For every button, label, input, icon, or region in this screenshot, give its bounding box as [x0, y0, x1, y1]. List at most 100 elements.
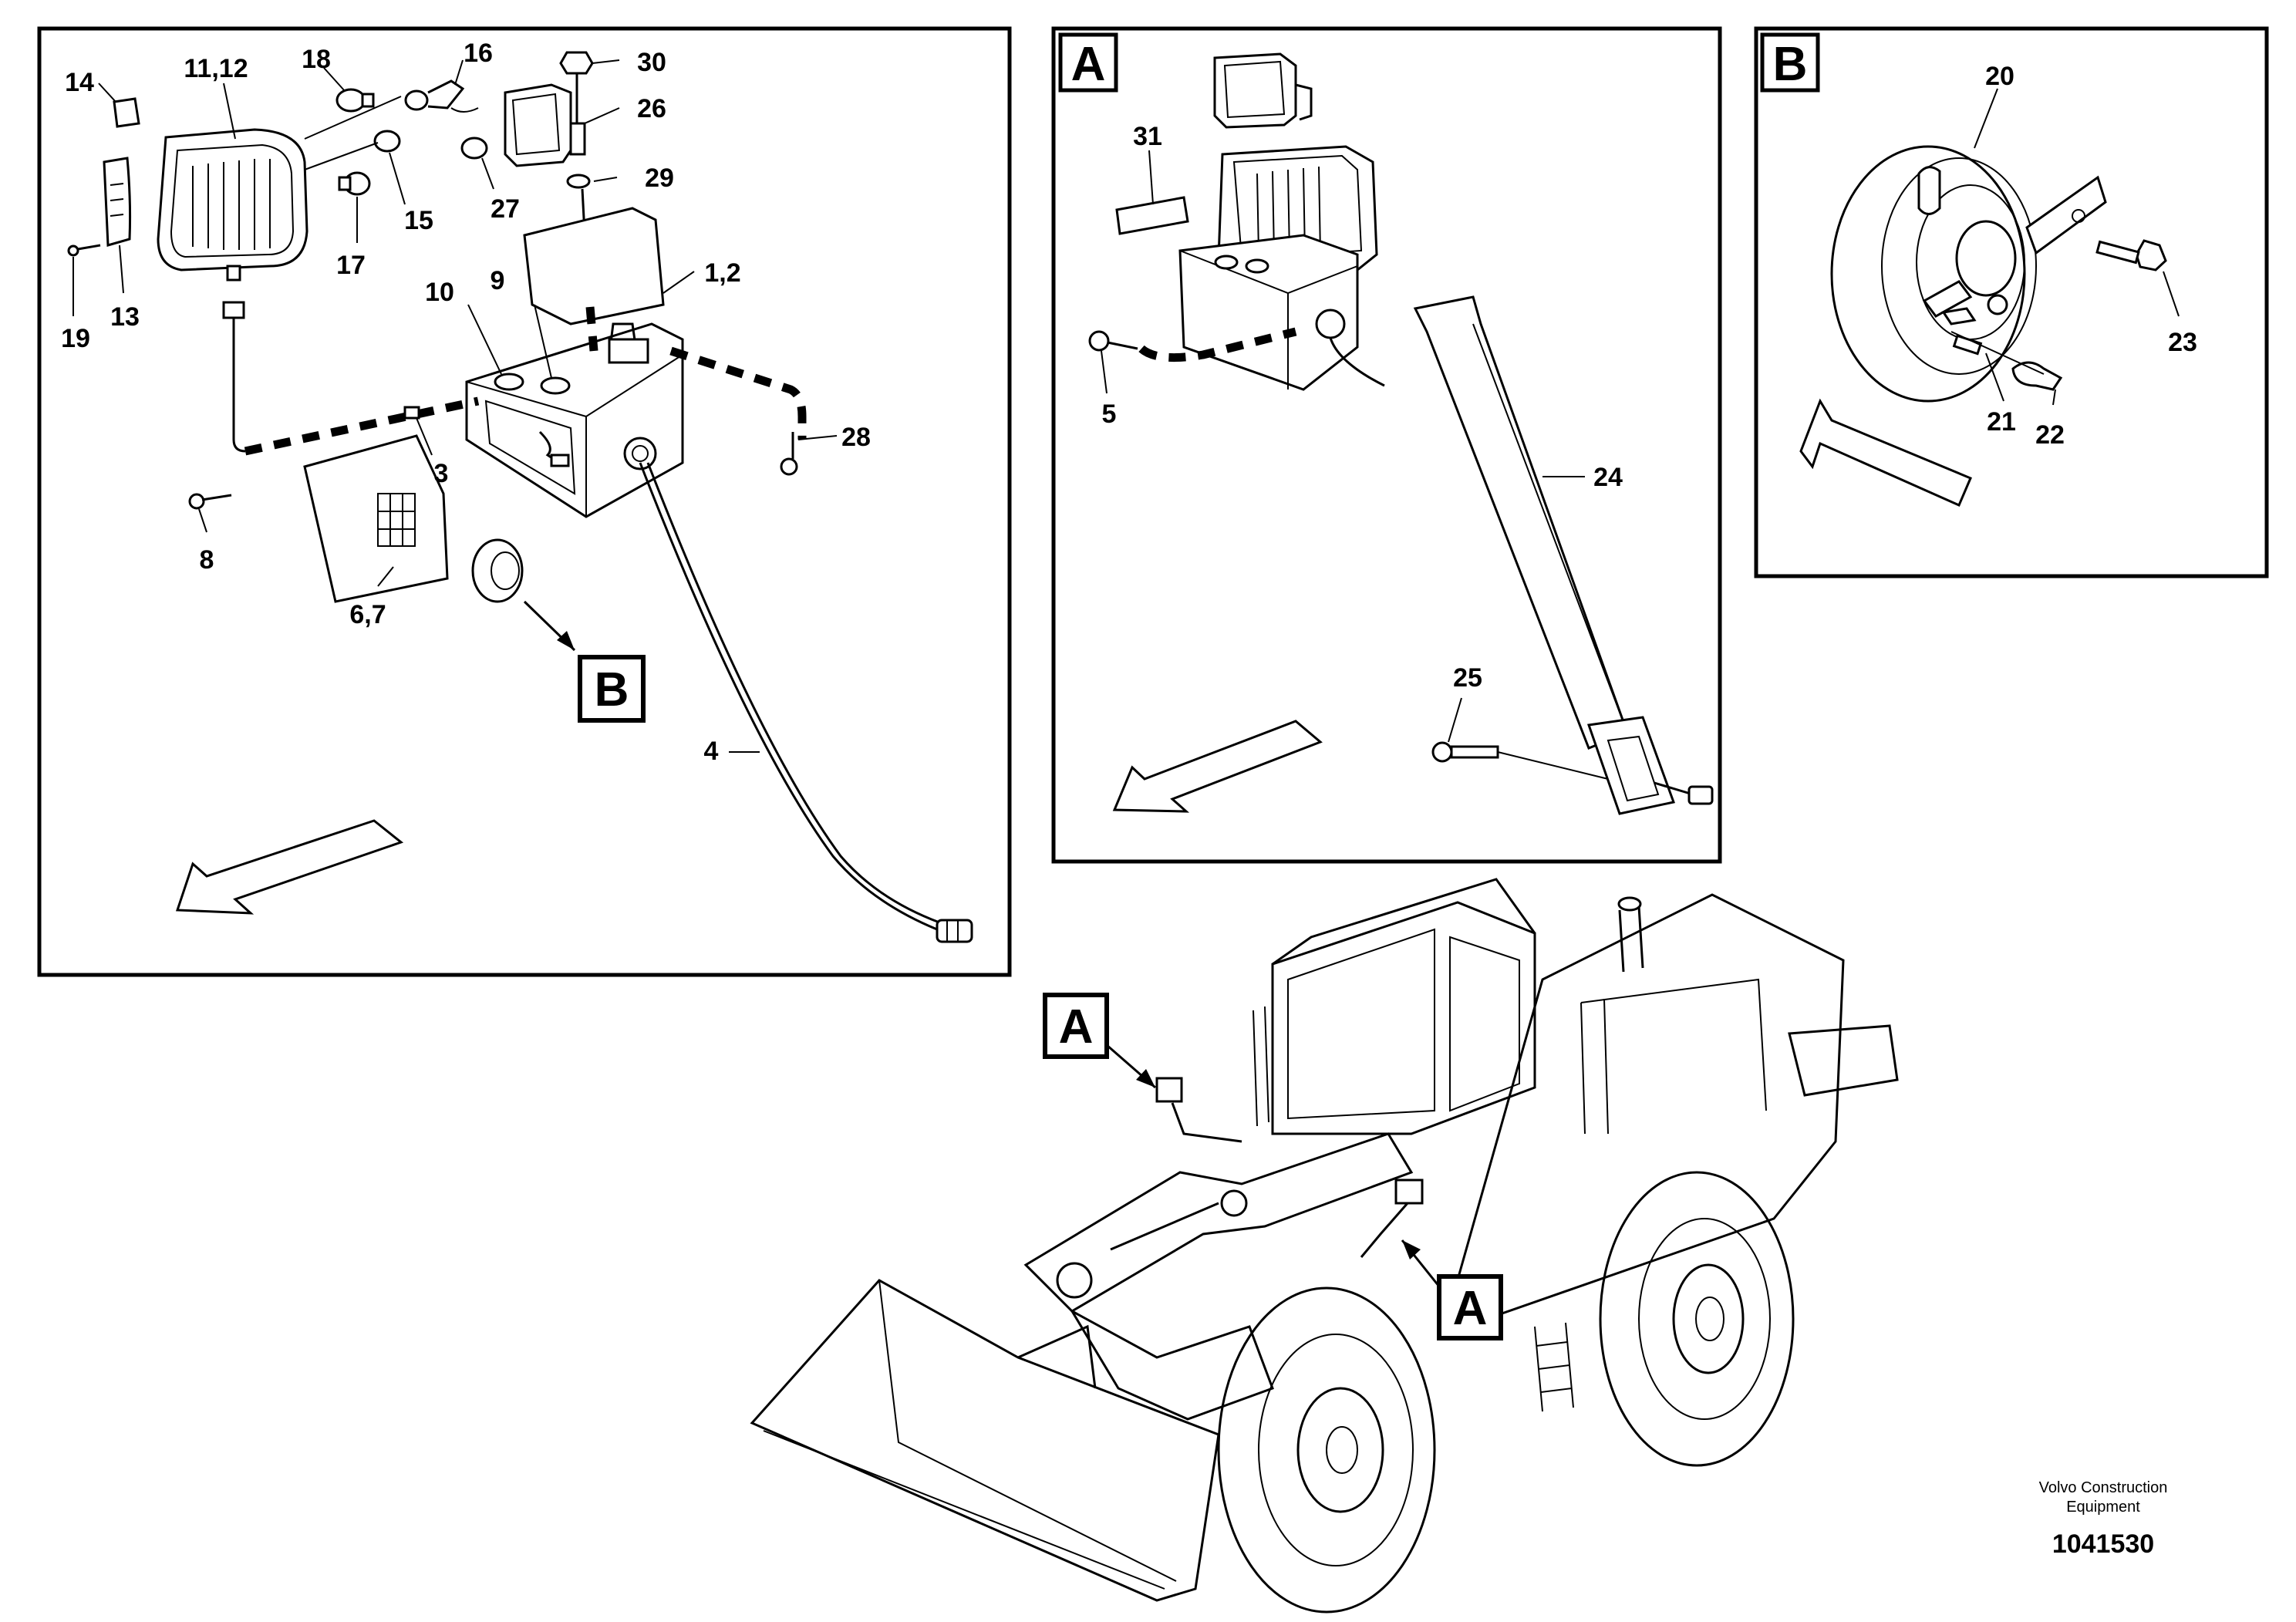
callout-3: 3	[434, 459, 449, 488]
direction-arrow	[175, 819, 404, 915]
cover-14	[113, 97, 140, 128]
a-ref-box-top	[1043, 993, 1109, 1059]
drawing-number: 1041530	[2052, 1529, 2154, 1559]
horn-disc	[471, 538, 524, 603]
panel-a: A	[1051, 26, 1722, 864]
callout-4: 4	[704, 737, 719, 766]
bracket-box	[465, 207, 684, 518]
a-ref-box-bottom	[1437, 1274, 1503, 1340]
callout-24: 24	[1593, 463, 1623, 492]
cable-route-dashed	[244, 306, 807, 456]
front-wheel	[1217, 1286, 1436, 1614]
cab	[1271, 901, 1536, 1135]
callout-1-2: 1,2	[704, 258, 740, 288]
callout-21: 21	[1987, 407, 2016, 437]
panel-a-title-box	[1058, 32, 1118, 93]
panel-b: B	[1754, 26, 2269, 578]
plug-9	[540, 376, 571, 395]
callout-5: 5	[1102, 400, 1117, 429]
panel-b-frame	[1754, 26, 2269, 578]
bulb-27	[460, 137, 488, 160]
cable-connector	[936, 919, 973, 943]
panel-a-direction-arrow	[1112, 720, 1323, 813]
bolt-23	[2095, 239, 2167, 271]
main-panel-frame	[37, 26, 1012, 977]
bulb-15	[373, 130, 401, 153]
work-light-head	[157, 128, 308, 453]
panel-a-lamp-assembly	[1178, 52, 1385, 391]
callout-17: 17	[336, 251, 366, 280]
leader-lines-main	[72, 59, 838, 753]
bolt-25	[1431, 741, 1609, 780]
lamp-26	[504, 83, 586, 167]
leader-lines-a	[1101, 150, 1585, 743]
a-ref-label-top: A	[1059, 1000, 1094, 1054]
footer: Volvo Construction Equipment 1041530	[2039, 1479, 2168, 1559]
callout-11-12: 11,12	[184, 54, 248, 83]
cover-plate	[303, 434, 449, 603]
bolt-28	[780, 432, 798, 476]
plug-10	[494, 373, 524, 391]
callout-26: 26	[637, 94, 666, 123]
callout-31: 31	[1133, 122, 1162, 151]
cable-4	[639, 462, 938, 931]
decal-31	[1115, 196, 1189, 235]
panel-a-frame	[1051, 26, 1722, 864]
screw-8	[188, 493, 232, 510]
bulb-18	[335, 88, 375, 113]
panel-b-title: B	[1773, 38, 1808, 91]
b-view-label: B	[595, 663, 629, 717]
nut-part	[222, 301, 245, 319]
grommet	[623, 437, 657, 470]
panel-b-title-box	[1760, 32, 1820, 93]
company-name-line2: Equipment	[2066, 1499, 2140, 1516]
callout-25: 25	[1453, 663, 1482, 693]
callout-19: 19	[61, 324, 90, 353]
machine-lamp-left	[1155, 1077, 1183, 1103]
washer-29	[566, 174, 591, 189]
callout-18: 18	[302, 45, 331, 74]
exhaust-pipe	[1618, 905, 1644, 973]
a-ref-label-bottom: A	[1453, 1282, 1488, 1335]
callout-28: 28	[841, 423, 871, 452]
callout-20: 20	[1985, 62, 2014, 91]
callout-6-7: 6,7	[349, 600, 386, 629]
stud-3	[403, 406, 420, 420]
callout-10: 10	[425, 278, 454, 307]
connector-16	[404, 79, 479, 113]
screw-19	[67, 244, 101, 257]
mounting-arm-24	[1413, 295, 1714, 815]
machine-lamp-right	[1394, 1179, 1424, 1205]
callout-9: 9	[491, 266, 505, 295]
callout-22: 22	[2035, 420, 2065, 450]
callout-16: 16	[464, 39, 493, 68]
b-view-box	[578, 655, 646, 723]
bolt-5	[1088, 330, 1138, 352]
panel-a-title: A	[1071, 38, 1106, 91]
nut-30	[559, 51, 594, 75]
wheel-loader-illustration	[750, 878, 1899, 1614]
callout-14: 14	[65, 68, 94, 97]
callout-27: 27	[491, 194, 520, 224]
panel-b-direction-arrow	[1799, 398, 1972, 507]
callout-30: 30	[637, 48, 666, 77]
bucket	[750, 1279, 1220, 1602]
panel-a-cable-route	[1138, 327, 1297, 363]
callout-23: 23	[2168, 328, 2197, 357]
callout-15: 15	[404, 206, 433, 235]
bulb-17	[338, 171, 371, 196]
callouts-main: 11,12 14 18 16 30 26 29 15 27 17 1,2 13 …	[61, 39, 871, 766]
callout-29: 29	[645, 164, 674, 193]
leader-lines-b	[1974, 88, 2180, 406]
main-panel: B 11,12 14 18	[37, 26, 1012, 977]
machine-view-refs: A A	[1043, 993, 1503, 1340]
lift-arm	[1023, 1132, 1414, 1313]
horn-20	[1830, 145, 2107, 403]
callout-8: 8	[200, 545, 214, 575]
cover-lens-13	[103, 157, 132, 247]
rear-wheel	[1599, 1171, 1795, 1467]
company-name-line1: Volvo Construction	[2039, 1479, 2168, 1496]
cap-22	[2011, 361, 2063, 391]
counterweight	[1788, 1024, 1899, 1097]
